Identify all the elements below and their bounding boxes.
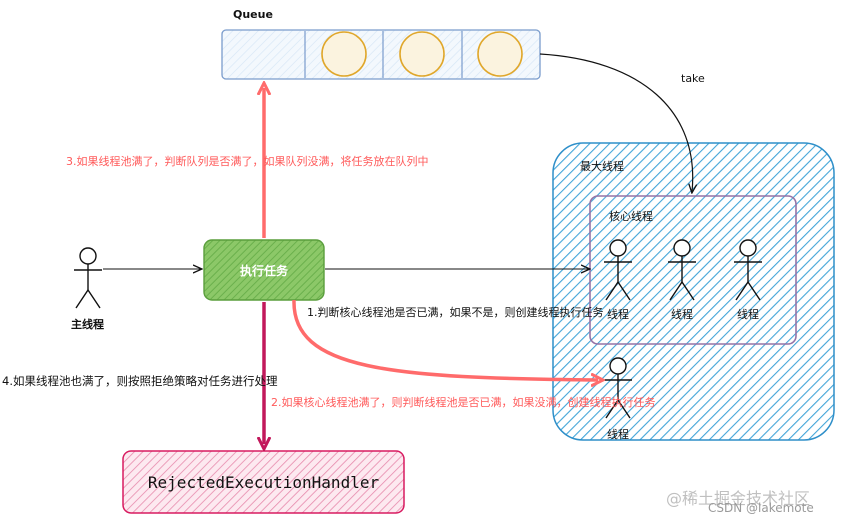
- take-label: take: [681, 72, 705, 85]
- handler-label: RejectedExecutionHandler: [147, 472, 380, 492]
- core-thread-figure-1: [604, 239, 632, 301]
- watermark-csdn: CSDN @lakemote: [708, 501, 814, 515]
- arrow-take: [539, 53, 693, 192]
- extra-thread-figure: [604, 357, 632, 419]
- task-box: [203, 239, 325, 301]
- queue-task-3: [477, 31, 523, 77]
- max-pool-label: 最大线程: [580, 160, 624, 173]
- main-thread-figure: [74, 247, 102, 309]
- task-label: 执行任务: [239, 263, 288, 278]
- core-thread-label-2: 线程: [671, 308, 693, 321]
- watermark-juejin: @稀土掘金技术社区: [666, 489, 811, 508]
- core-thread-label-3: 线程: [737, 308, 759, 321]
- queue-task-2: [399, 31, 445, 77]
- core-pool-label: 核心线程: [609, 210, 653, 223]
- step2-text: 2.如果核心线程池满了，则判断线程池是否已满，如果没满，创建线程执行任务: [271, 396, 656, 409]
- step1-text: 1.判断核心线程池是否已满，如果不是，则创建线程执行任务: [307, 306, 604, 319]
- core-thread-figure-3: [734, 239, 762, 301]
- queue-task-1: [321, 31, 367, 77]
- handler-box: [122, 450, 405, 514]
- extra-thread-label: 线程: [607, 428, 629, 441]
- core-thread-label-1: 线程: [607, 308, 629, 321]
- arrow-task-to-extra-thread: [292, 299, 598, 380]
- step3-text: 3.如果线程池满了，判断队列是否满了，如果队列没满，将任务放在队列中: [66, 155, 429, 168]
- step4-text: 4.如果线程池也满了，则按照拒绝策略对任务进行处理: [2, 374, 278, 388]
- queue-box: [221, 29, 541, 80]
- queue-label: Queue: [233, 8, 273, 21]
- core-thread-figure-2: [668, 239, 696, 301]
- main-thread-label: 主线程: [71, 318, 104, 331]
